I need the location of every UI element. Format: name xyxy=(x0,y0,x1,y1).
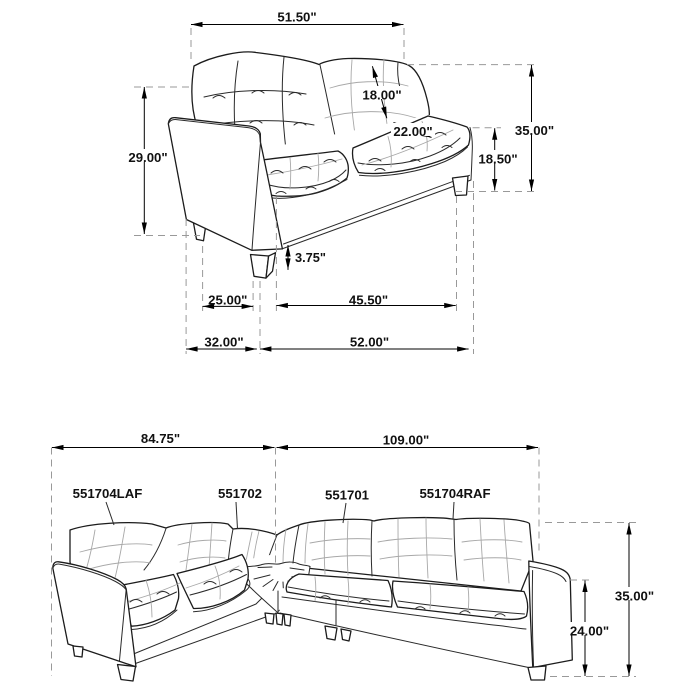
svg-text:51.50": 51.50" xyxy=(277,9,316,24)
svg-text:24.00": 24.00" xyxy=(570,623,609,638)
svg-text:109.00": 109.00" xyxy=(383,432,430,447)
svg-text:18.00": 18.00" xyxy=(362,87,401,102)
svg-text:22.00": 22.00" xyxy=(393,124,432,139)
svg-text:3.75": 3.75" xyxy=(295,250,326,265)
svg-text:25.00": 25.00" xyxy=(208,292,247,307)
svg-text:52.00": 52.00" xyxy=(350,334,389,349)
svg-text:551704RAF: 551704RAF xyxy=(419,486,490,501)
svg-text:45.50": 45.50" xyxy=(349,292,388,307)
svg-text:35.00": 35.00" xyxy=(615,588,654,603)
svg-text:18.50": 18.50" xyxy=(478,151,517,166)
svg-text:32.00": 32.00" xyxy=(204,334,243,349)
svg-text:551704LAF: 551704LAF xyxy=(73,486,143,501)
svg-text:35.00": 35.00" xyxy=(515,123,554,138)
svg-text:551701: 551701 xyxy=(325,487,369,502)
svg-text:84.75": 84.75" xyxy=(141,431,180,446)
svg-text:29.00": 29.00" xyxy=(128,150,167,165)
svg-text:551702: 551702 xyxy=(218,486,262,501)
